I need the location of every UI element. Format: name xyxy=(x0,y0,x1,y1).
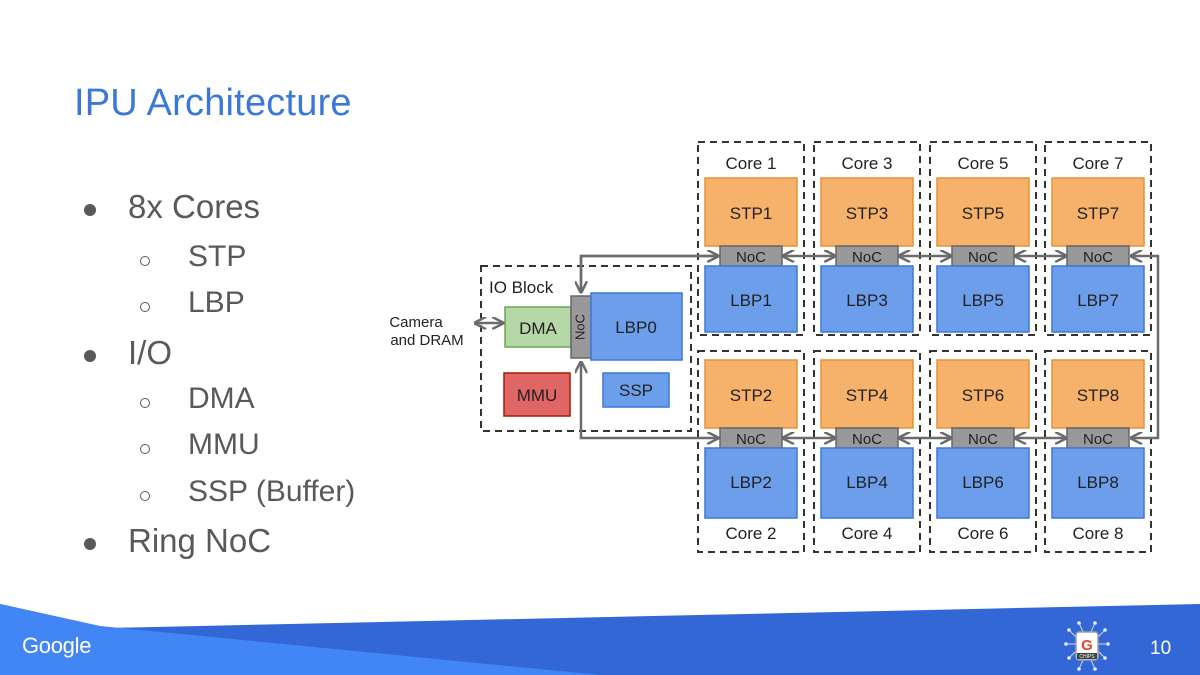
bullet-text: LBP xyxy=(188,286,245,319)
lbp-block xyxy=(1051,265,1145,333)
bullet-text: 8x Cores xyxy=(128,188,261,225)
slide-title: IPU Architecture xyxy=(74,82,352,124)
noc-label: NoC xyxy=(968,431,998,448)
stp-label: STP8 xyxy=(1077,386,1120,405)
google-chips-logo-icon: G CHIPS xyxy=(1064,621,1110,671)
noc-label: NoC xyxy=(736,431,766,448)
google-logo: Google xyxy=(22,633,92,658)
lbp-block xyxy=(820,265,914,333)
ring-bottom-left-arrow xyxy=(581,362,718,438)
lbp-block xyxy=(820,447,914,519)
stp-label: STP3 xyxy=(846,204,889,223)
core-boundary xyxy=(1044,350,1152,553)
core-boundary xyxy=(697,350,805,553)
bullet-text: Ring NoC xyxy=(128,522,272,559)
lbp0-block xyxy=(590,292,683,361)
core-boundary xyxy=(813,350,921,553)
dma-label: DMA xyxy=(519,319,557,338)
core-boundary xyxy=(697,141,805,336)
core-boundary xyxy=(929,350,1037,553)
svg-text:G: G xyxy=(1081,637,1093,654)
ring-right-arrow xyxy=(1131,256,1160,438)
lbp-label: LBP2 xyxy=(730,473,772,492)
lbp-label: LBP1 xyxy=(730,291,772,310)
bullet-ring-icon xyxy=(140,256,150,266)
lbp-block xyxy=(704,447,798,519)
lbp-label: LBP4 xyxy=(846,473,888,492)
lbp-block xyxy=(936,447,1030,519)
stp-label: STP1 xyxy=(730,204,773,223)
bullet-dot-icon xyxy=(84,350,96,362)
lbp-label: LBP5 xyxy=(962,291,1004,310)
lbp-block xyxy=(1051,447,1145,519)
noc-label: NoC xyxy=(1083,249,1113,266)
bullet-ring-icon xyxy=(140,302,150,312)
lbp0-label: LBP0 xyxy=(615,318,657,337)
stp-label: STP5 xyxy=(962,204,1005,223)
core-label: Core 3 xyxy=(841,154,892,173)
svg-text:CHIPS: CHIPS xyxy=(1079,654,1095,660)
core-boundary xyxy=(929,141,1037,336)
ring-top-left-arrow xyxy=(581,254,718,292)
bullet-ring-icon xyxy=(140,398,150,408)
stp-label: STP2 xyxy=(730,386,773,405)
stp-block xyxy=(1051,177,1145,247)
stp-block xyxy=(820,177,914,247)
core-label: Core 8 xyxy=(1072,524,1123,543)
core-boundary xyxy=(1044,141,1152,336)
stp-block xyxy=(1051,359,1145,429)
bullet-ring-icon xyxy=(140,491,150,501)
bullet-dot-icon xyxy=(84,204,96,216)
lbp-block xyxy=(704,265,798,333)
stp-block xyxy=(704,177,798,247)
core-label: Core 6 xyxy=(957,524,1008,543)
lbp-label: LBP3 xyxy=(846,291,888,310)
ssp-label: SSP xyxy=(619,381,653,400)
noc-label: NoC xyxy=(968,249,998,266)
stp-label: STP4 xyxy=(846,386,889,405)
core-boundary xyxy=(813,141,921,336)
bullet-text: I/O xyxy=(128,334,173,371)
bullet-text: MMU xyxy=(188,428,260,461)
bullet-text: DMA xyxy=(188,382,255,415)
lbp-block xyxy=(936,265,1030,333)
io-block-label: IO Block xyxy=(489,278,554,297)
noc-label: NoC xyxy=(736,249,766,266)
dram-label: and DRAM xyxy=(390,332,463,349)
mmu-block xyxy=(503,372,571,417)
page-number: 10 xyxy=(1150,638,1172,659)
io-noc-label: NoC xyxy=(572,314,587,340)
mmu-label: MMU xyxy=(517,386,558,405)
lbp-label: LBP8 xyxy=(1077,473,1119,492)
lbp-label: LBP6 xyxy=(962,473,1004,492)
noc-label: NoC xyxy=(852,431,882,448)
core-label: Core 7 xyxy=(1072,154,1123,173)
bullet-ring-icon xyxy=(140,444,150,454)
stp-label: STP6 xyxy=(962,386,1005,405)
noc-label: NoC xyxy=(852,249,882,266)
core-label: Core 4 xyxy=(841,524,892,543)
core-label: Core 1 xyxy=(725,154,776,173)
stp-label: STP7 xyxy=(1077,204,1120,223)
core-label: Core 2 xyxy=(725,524,776,543)
bullet-dot-icon xyxy=(84,538,96,550)
lbp-label: LBP7 xyxy=(1077,291,1119,310)
stp-block xyxy=(936,177,1030,247)
bullet-text: STP xyxy=(188,240,247,273)
bullet-text: SSP (Buffer) xyxy=(188,475,356,508)
stp-block xyxy=(820,359,914,429)
camera-label: Camera xyxy=(389,314,443,331)
noc-label: NoC xyxy=(1083,431,1113,448)
core-label: Core 5 xyxy=(957,154,1008,173)
ring-top-left-arrowhead xyxy=(579,256,718,292)
